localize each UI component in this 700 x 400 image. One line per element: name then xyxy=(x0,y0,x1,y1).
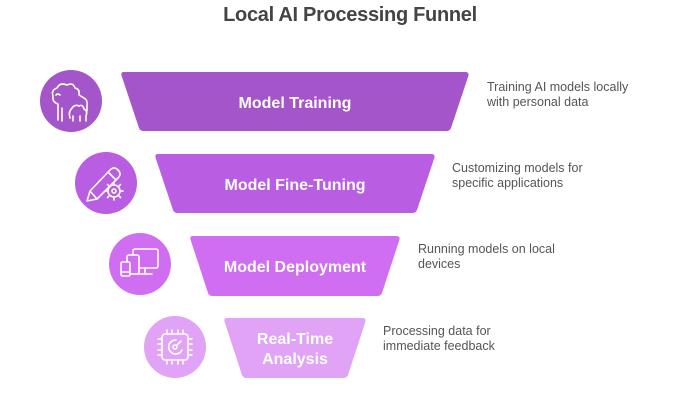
stage-description-model-training: Training AI models locally with personal… xyxy=(487,80,629,109)
stage-label: Model Deployment xyxy=(224,259,367,276)
funnel-stage-model-training: Model Training xyxy=(40,70,469,132)
stage-description-model-deployment: Running models on local devices xyxy=(418,242,555,271)
stage-description-real-time-analysis: Processing data for immediate feedback xyxy=(383,324,495,353)
funnel-segment xyxy=(155,154,435,213)
funnel-stage-model-fine-tuning: Model Fine-Tuning xyxy=(75,152,435,214)
diagram-title: Local AI Processing Funnel xyxy=(223,4,477,26)
funnel-segment xyxy=(121,72,469,131)
stage-icon-badge xyxy=(75,152,137,214)
funnel-stage-real-time-analysis: Real-Time Analysis xyxy=(144,316,366,378)
funnel-stage-model-deployment: Model Deployment xyxy=(109,233,400,296)
stage-icon-badge xyxy=(144,316,206,378)
chip-gauge-icon xyxy=(157,329,193,365)
stage-description-model-fine-tuning: Customizing models for specific applicat… xyxy=(452,161,583,190)
stage-label: Model Fine-Tuning xyxy=(224,177,365,194)
sheep-lamb-icon xyxy=(51,83,88,122)
stage-label: Model Training xyxy=(239,95,352,112)
stage-icon-badge xyxy=(40,70,102,132)
pencil-gear-icon xyxy=(86,167,124,202)
devices-icon xyxy=(120,248,159,277)
funnel-segment xyxy=(190,236,400,296)
stage-icon-badge xyxy=(109,233,171,295)
stage-label: Analysis xyxy=(262,351,328,368)
funnel-segment xyxy=(224,318,366,378)
stage-label: Real-Time xyxy=(257,331,333,348)
